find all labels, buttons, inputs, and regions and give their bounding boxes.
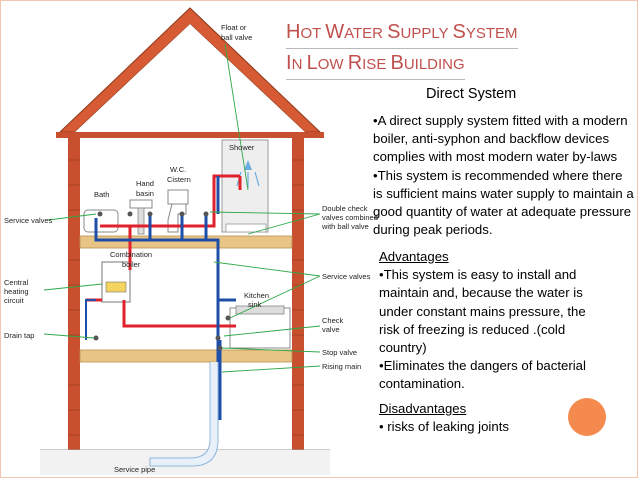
advantages-paragraph-2: •Eliminates the dangers of bacterial con… (379, 358, 586, 392)
label-boiler-1: Combination (110, 250, 152, 259)
disadvantages-section: Disadvantages • risks of leaking joints (379, 400, 579, 436)
title-cap: H (286, 21, 301, 43)
title-rest: UILDING (403, 56, 465, 73)
disadvantages-heading: Disadvantages (379, 401, 467, 416)
label-service-pipe: Service pipe (114, 465, 155, 474)
shower-enclosure (221, 139, 269, 233)
intro-text: •A direct supply system fitted with a mo… (373, 112, 635, 239)
title-rest: UPPLY (400, 25, 453, 42)
slide-border-left (0, 0, 1, 478)
title-cap: I (286, 52, 292, 74)
label-shower: Shower (229, 143, 255, 152)
title-line-1: HOT WATER SUPPLY SYSTEM (286, 18, 518, 49)
title-rest: OT (300, 25, 326, 42)
label-central-heating-1: Central (4, 278, 29, 287)
title-cap: W (325, 21, 345, 43)
cold-pipes (94, 176, 236, 420)
intro-paragraph-2: •This system is recommended where there … (373, 167, 634, 238)
roof (56, 7, 324, 138)
title-rest: ISE (362, 56, 391, 73)
service-pipe (85, 299, 219, 467)
intro-paragraph-1: •A direct supply system fitted with a mo… (373, 113, 628, 165)
diagram-labels: Float or ball valve Shower W.C. Cistern … (4, 23, 378, 474)
label-double-check-2: valves combined (322, 213, 378, 222)
label-central-heating-3: circuit (4, 296, 25, 305)
label-drain-tap: Drain tap (4, 331, 34, 340)
label-service-valves-right: Service valves (322, 272, 371, 281)
title-cap: L (306, 52, 318, 74)
title-rest: ATER (344, 25, 388, 42)
label-wc-2: Cistern (167, 175, 191, 184)
label-float-valve-1: Float or (221, 23, 247, 32)
slide-border-top (0, 0, 638, 1)
label-stop-valve: Stop valve (322, 348, 357, 357)
label-central-heating-2: heating (4, 287, 29, 296)
label-check-valve-2: valve (322, 325, 340, 334)
valve-markers (93, 211, 231, 351)
floors (40, 235, 330, 475)
title-rest: YSTEM (465, 25, 518, 42)
subtitle: Direct System (426, 86, 517, 102)
disadvantages-paragraph-1: • risks of leaking joints (379, 419, 509, 435)
label-double-check-3: with ball valve (321, 222, 369, 231)
advantages-heading: Advantages (379, 249, 449, 264)
annotation-leaders (43, 43, 321, 373)
title-line-2: IN LOW RISE BUILDING (286, 49, 465, 80)
label-bath: Bath (94, 190, 109, 199)
label-boiler-2: boiler (122, 260, 141, 269)
title-rest: N (291, 56, 307, 73)
label-kitchen-sink-2: sink (248, 300, 262, 309)
slide-title: HOT WATER SUPPLY SYSTEM IN LOW RISE BUIL… (286, 18, 518, 80)
label-float-valve-2: ball valve (221, 33, 252, 42)
title-cap: S (452, 21, 466, 43)
title-cap: R (347, 52, 363, 74)
label-double-check-1: Double check (322, 204, 368, 213)
advantages-paragraph-1: •This system is easy to install and main… (379, 267, 586, 356)
title-cap: S (387, 21, 401, 43)
fixtures (83, 189, 291, 349)
label-check-valve-1: Check (322, 316, 344, 325)
label-rising-main: Rising main (322, 362, 361, 371)
label-wc-1: W.C. (170, 165, 186, 174)
label-hand-basin-1: Hand (136, 179, 154, 188)
label-hand-basin-2: basin (136, 189, 154, 198)
label-service-valves-left: Service valves (4, 216, 53, 225)
accent-dot (568, 398, 606, 436)
advantages-section: Advantages •This system is easy to insta… (379, 248, 609, 394)
label-kitchen-sink-1: Kitchen (244, 291, 269, 300)
title-rest: OW (317, 56, 348, 73)
title-cap: B (390, 52, 404, 74)
